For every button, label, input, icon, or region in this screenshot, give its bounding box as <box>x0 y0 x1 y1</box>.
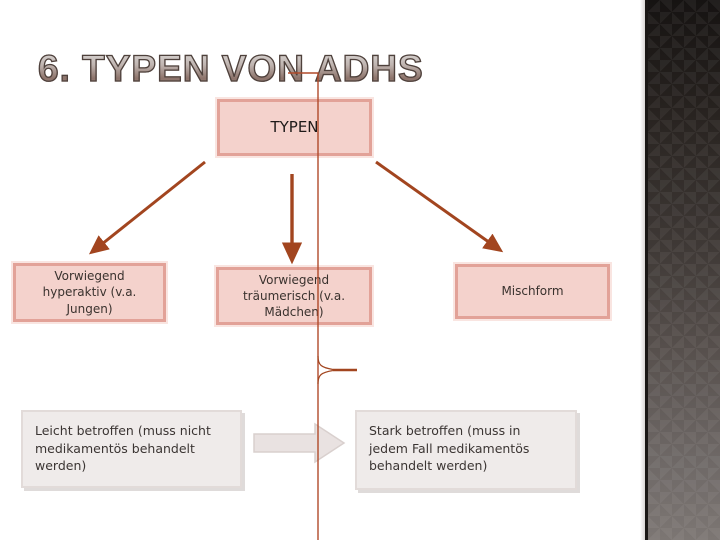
slide-edge-separator <box>640 0 645 540</box>
node-hyperaktiv: Vorwiegend hyperaktiv (v.a. Jungen) <box>13 263 166 322</box>
arrow-down-right-icon <box>375 160 504 253</box>
block-arrow-right-icon <box>253 422 346 464</box>
node-stark-betroffen: Stark betroffen (muss in jedem Fall medi… <box>355 410 577 490</box>
node-hyperaktiv-label: Vorwiegend hyperaktiv (v.a. Jungen) <box>42 269 137 316</box>
slide-title: 6. TYPEN VON ADHS <box>37 47 598 90</box>
brace-pointer-icon <box>317 355 334 385</box>
node-mischform: Mischform <box>455 264 610 319</box>
node-traeumerisch-label: Vorwiegend träumerisch (v.a. Mädchen) <box>242 272 346 320</box>
node-mischform-label: Mischform <box>501 284 564 299</box>
node-leicht-betroffen-label: Leicht betroffen (muss nicht medikamentö… <box>35 423 211 473</box>
node-traeumerisch: Vorwiegend träumerisch (v.a. Mädchen) <box>216 267 372 325</box>
node-stark-betroffen-label: Stark betroffen (muss in jedem Fall medi… <box>369 423 530 473</box>
arrow-down-left-icon <box>88 160 206 255</box>
node-leicht-betroffen: Leicht betroffen (muss nicht medikamentö… <box>21 410 242 488</box>
node-typen-label: TYPEN <box>270 118 319 137</box>
node-typen: TYPEN <box>217 99 372 156</box>
decorative-side-panel <box>645 0 720 540</box>
